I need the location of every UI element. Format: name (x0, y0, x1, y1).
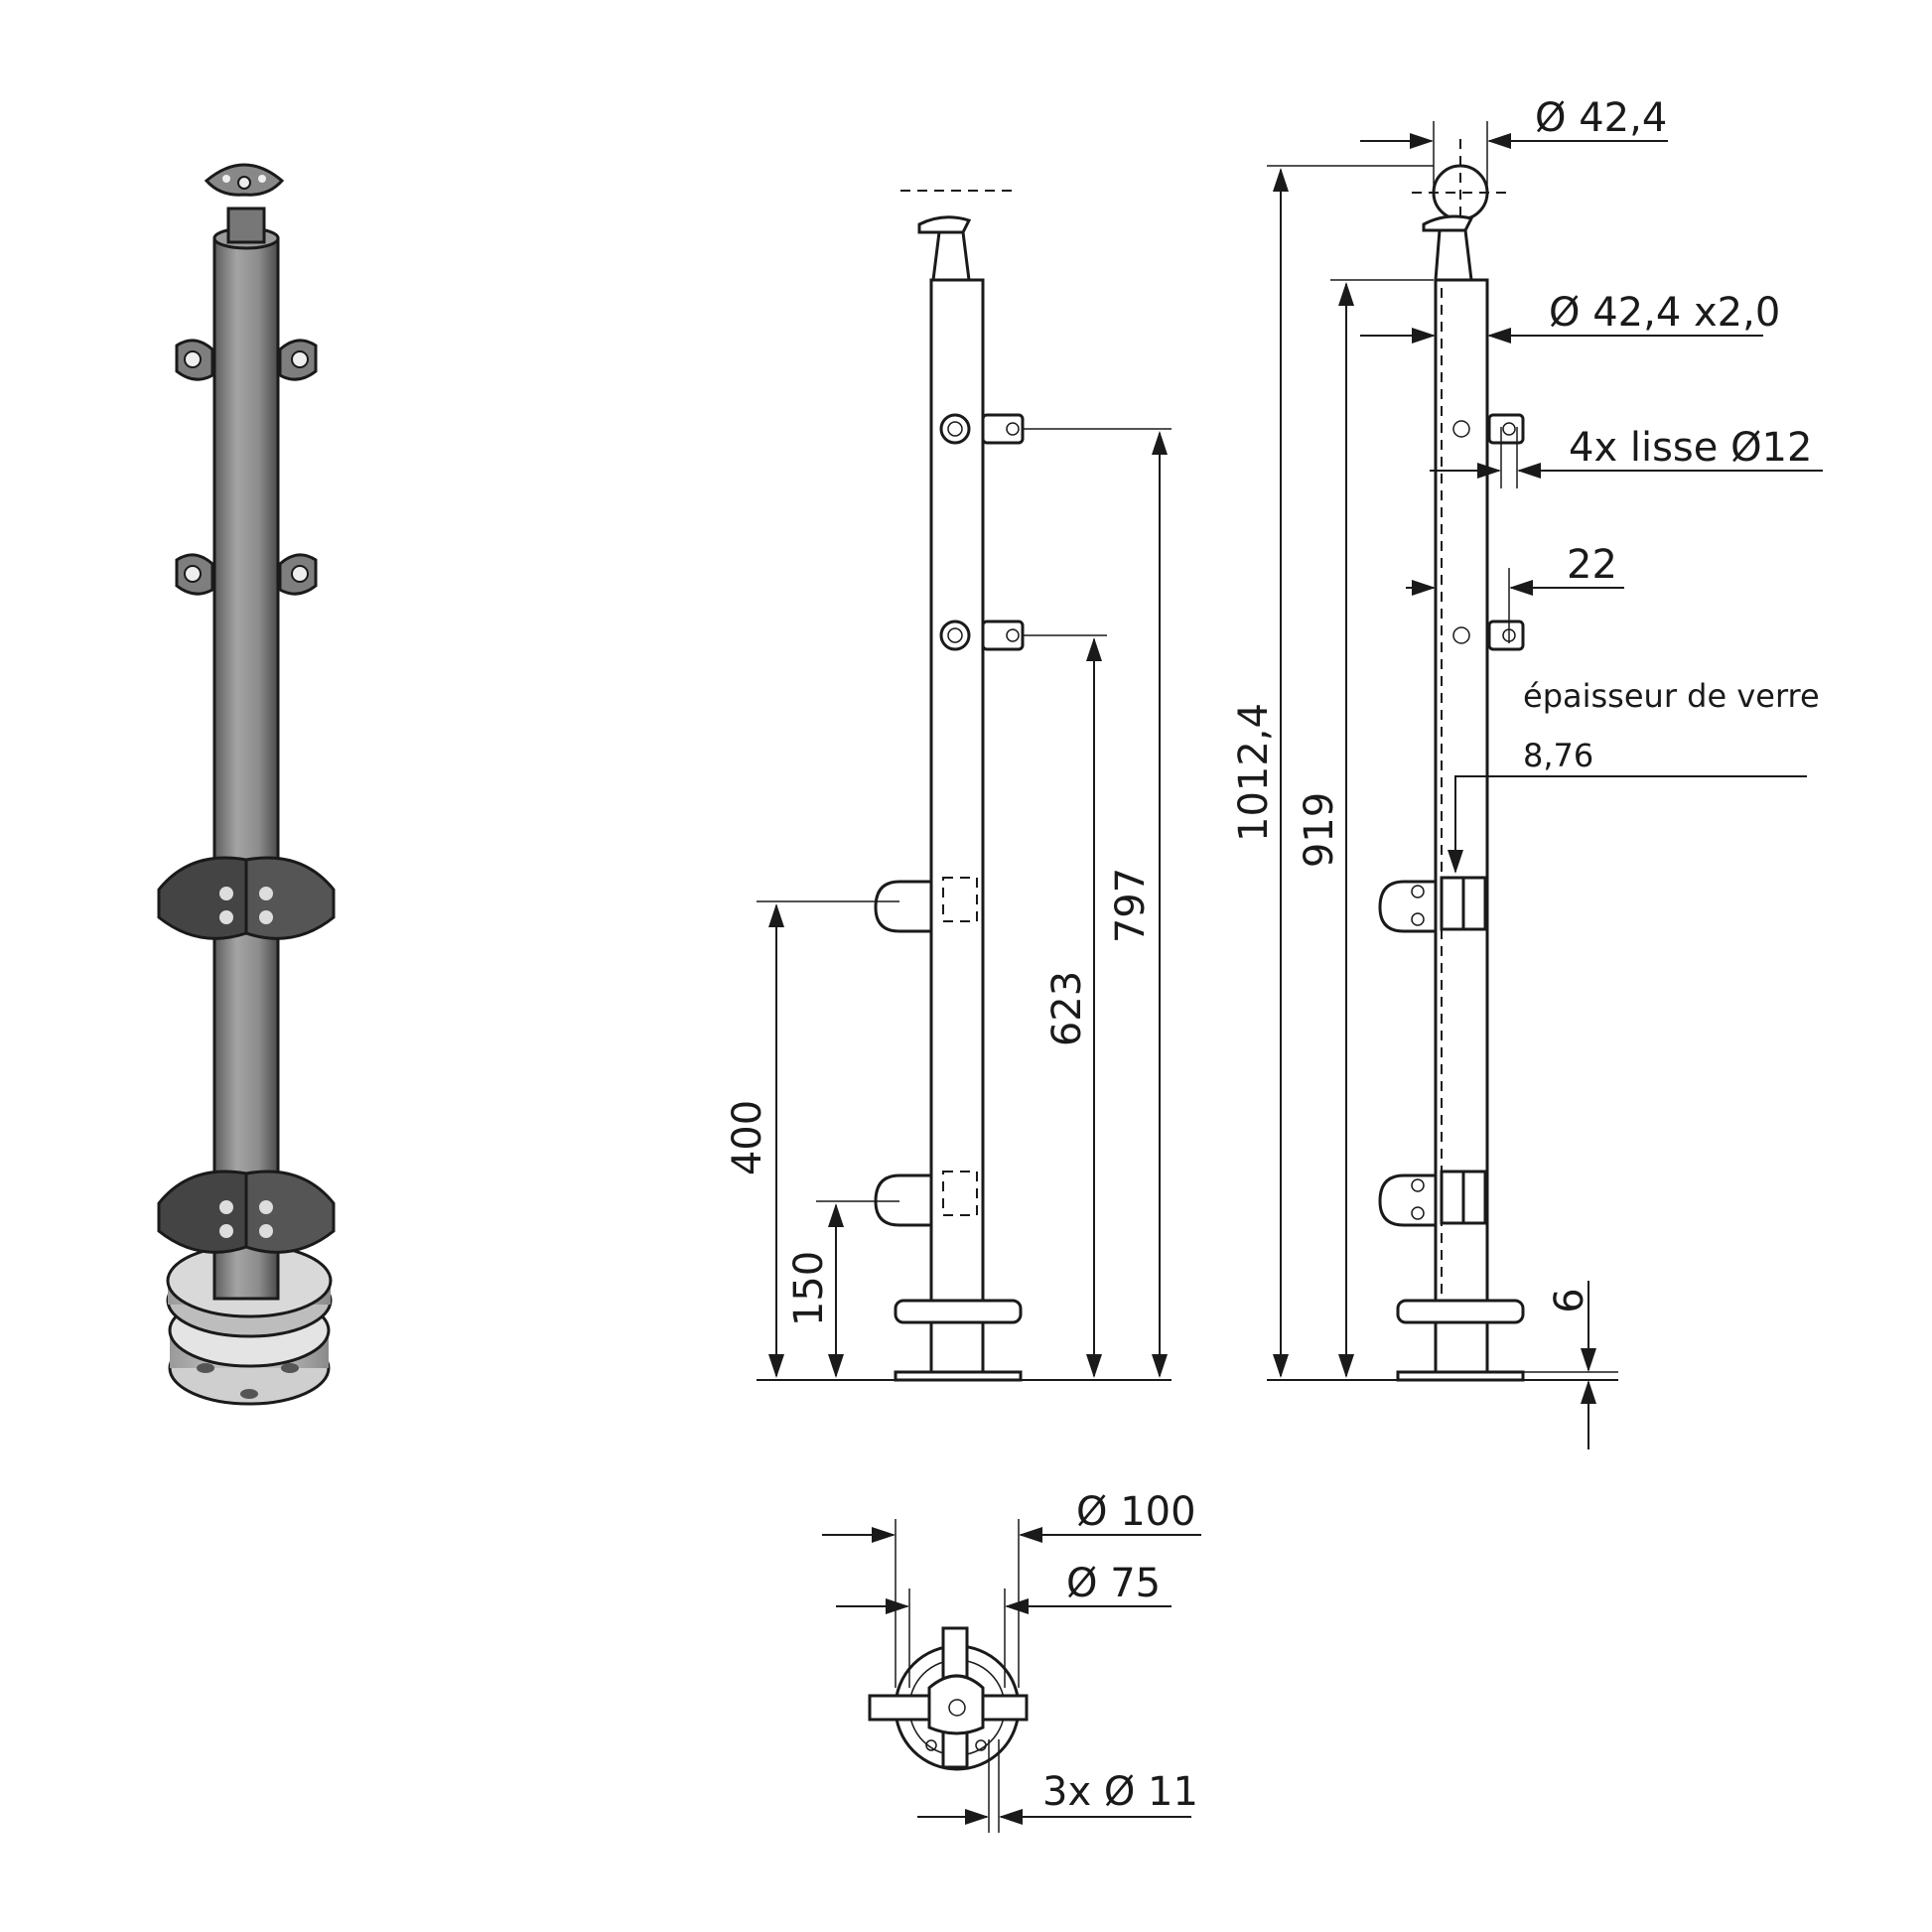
dim-tube-head-label: Ø 42,4 (1535, 95, 1667, 141)
side-view: Ø 42,4 1012,4 919 Ø 42,4 x2,0 4x lisse Ø… (1231, 95, 1823, 1449)
dim-base-inner-label: Ø 75 (1066, 1561, 1161, 1606)
handrail-saddle-3d (204, 163, 285, 244)
glass-clamps-lower-3d (157, 1170, 336, 1254)
front-view: 797 623 400 150 (725, 190, 1172, 1382)
dim-919-label: 919 (1297, 792, 1342, 868)
dim-tube-label: Ø 42,4 x2,0 (1549, 290, 1780, 336)
tube-3d (212, 236, 280, 1301)
dim-623-label: 623 (1044, 971, 1090, 1046)
dim-797-label: 797 (1108, 868, 1154, 943)
dim-total-height-label: 1012,4 (1231, 703, 1277, 842)
dim-400-label: 400 (725, 1100, 770, 1175)
dim-holes-label: 3x Ø 11 (1042, 1769, 1198, 1815)
top-view: Ø 100 Ø 75 3x Ø 11 (822, 1489, 1201, 1833)
glass-clamps-upper-3d (157, 856, 336, 940)
rail-holders-3d (175, 339, 318, 596)
rail-note-label: 4x lisse Ø12 (1569, 425, 1812, 471)
glass-thickness-label: épaisseur de verre (1523, 677, 1820, 715)
dim-base-outer-label: Ø 100 (1076, 1489, 1196, 1535)
dim-22-label: 22 (1567, 542, 1617, 588)
dim-plate-thickness-label: 6 (1547, 1288, 1592, 1312)
isometric-post-view (157, 163, 336, 1406)
dim-150-label: 150 (786, 1251, 832, 1326)
glass-thickness-value: 8,76 (1523, 737, 1593, 774)
